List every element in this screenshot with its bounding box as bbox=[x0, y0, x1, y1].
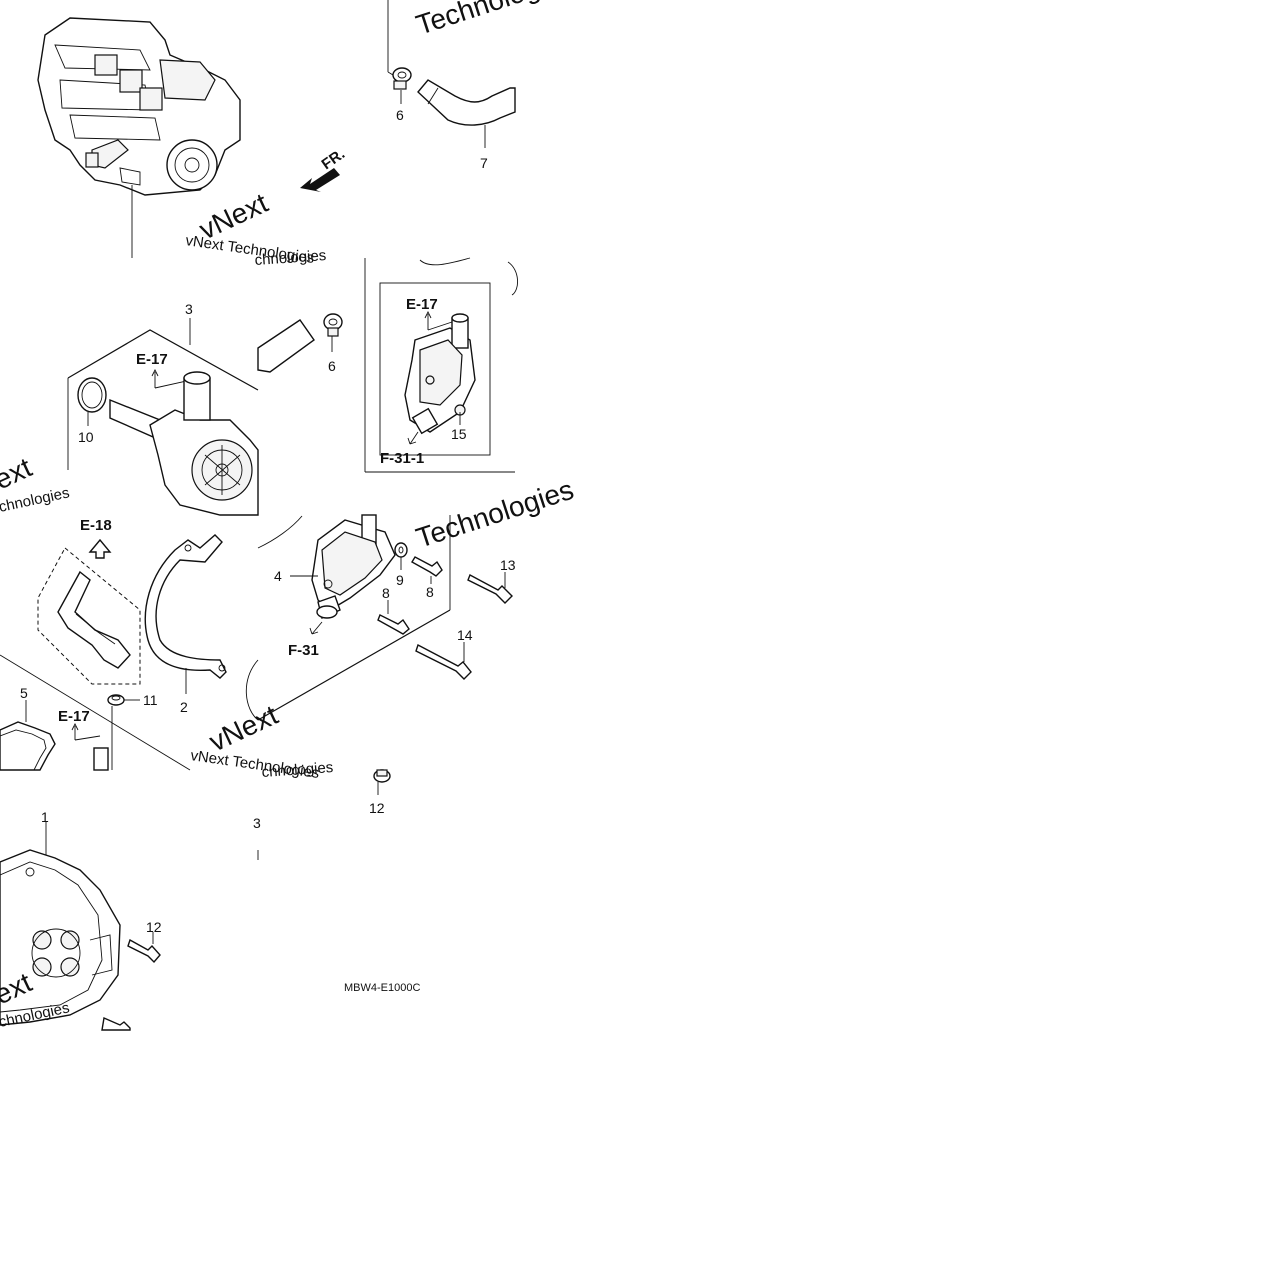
ref-e18: E-18 bbox=[80, 517, 112, 534]
watermark-text: chnologies bbox=[261, 759, 334, 781]
callout-11: 11 bbox=[143, 692, 158, 708]
callout-2: 2 bbox=[180, 699, 188, 715]
ref-e17: E-17 bbox=[406, 296, 438, 313]
bolt bbox=[101, 1016, 131, 1031]
pump-cover bbox=[0, 849, 121, 1026]
front-direction-arrow: FR. bbox=[300, 145, 348, 192]
gasket bbox=[0, 721, 56, 771]
callout-1: 1 bbox=[41, 809, 49, 825]
hose-clamp bbox=[323, 313, 343, 337]
long-bolt bbox=[415, 643, 472, 680]
callout-12: 12 bbox=[369, 800, 385, 816]
mounting-bracket bbox=[144, 534, 227, 679]
callout-8: 8 bbox=[426, 584, 434, 600]
callout-6: 6 bbox=[328, 358, 336, 374]
ref-f31: F-31 bbox=[288, 642, 319, 659]
pipe-fitting bbox=[93, 747, 109, 771]
engine-illustration bbox=[37, 17, 241, 196]
thermostat-inset-frame bbox=[379, 282, 491, 456]
callout-10: 10 bbox=[78, 429, 94, 445]
callout-13: 13 bbox=[500, 557, 516, 573]
hose-clamp bbox=[392, 67, 412, 90]
ref-e17: E-17 bbox=[136, 351, 168, 368]
ref-e17: E-17 bbox=[58, 708, 90, 725]
breather-tube-frame bbox=[37, 547, 141, 685]
callout-6: 6 bbox=[396, 107, 404, 123]
callout-4: 4 bbox=[274, 568, 282, 584]
flange-nut bbox=[373, 769, 391, 783]
watermark-text: ext bbox=[0, 451, 37, 495]
washer bbox=[394, 542, 408, 558]
callout-8: 8 bbox=[382, 585, 390, 601]
callout-3: 3 bbox=[185, 301, 193, 317]
long-bolt bbox=[467, 574, 513, 604]
pump-assembly-frame bbox=[67, 329, 259, 391]
callout-5: 5 bbox=[20, 685, 28, 701]
bolt bbox=[377, 614, 410, 635]
water-pump bbox=[109, 371, 259, 516]
water-hose-short bbox=[257, 319, 315, 373]
water-hose bbox=[417, 79, 516, 126]
ref-f31-1: F-31-1 bbox=[380, 450, 424, 467]
breather-tube bbox=[57, 570, 131, 669]
callout-12: 12 bbox=[146, 919, 162, 935]
watermark-text: Technologies bbox=[412, 0, 577, 41]
watermark-text: vNext bbox=[194, 187, 272, 245]
diagram-code: MBW4-E1000C bbox=[344, 982, 420, 994]
ref-e18-arrow bbox=[88, 538, 112, 559]
watermark-text: chnologies bbox=[254, 247, 327, 269]
callout-15: 15 bbox=[451, 426, 467, 442]
bolt bbox=[411, 556, 443, 577]
bolt bbox=[127, 938, 161, 964]
thermostat-cover bbox=[311, 514, 396, 619]
thermostat-housing bbox=[404, 313, 476, 435]
callout-7: 7 bbox=[480, 155, 488, 171]
callout-14: 14 bbox=[457, 627, 473, 643]
nut bbox=[107, 694, 125, 706]
front-direction-label: FR. bbox=[319, 145, 349, 173]
watermark-text: Technologies bbox=[412, 474, 577, 554]
callout-9: 9 bbox=[396, 572, 404, 588]
partial-label: 3 bbox=[253, 815, 261, 831]
o-ring bbox=[77, 377, 107, 413]
watermark-text: vNext bbox=[204, 699, 282, 757]
